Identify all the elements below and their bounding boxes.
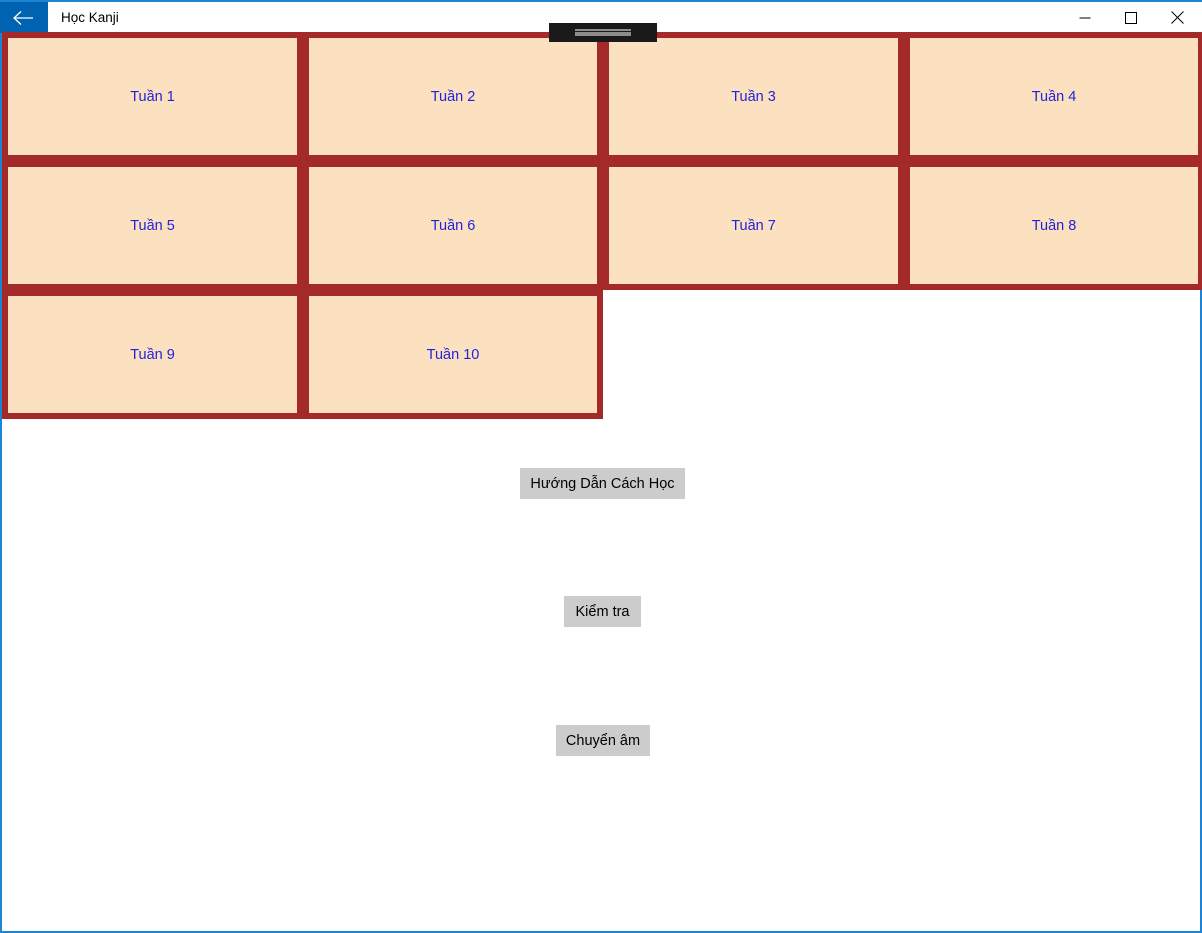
minimize-button[interactable] xyxy=(1062,2,1108,33)
week-cell-label: Tuần 9 xyxy=(130,346,175,363)
week-cell-label: Tuần 7 xyxy=(731,217,776,234)
week-cell-8[interactable]: Tuần 8 xyxy=(904,161,1202,290)
week-cell-10[interactable]: Tuần 10 xyxy=(303,290,603,419)
test-button[interactable]: Kiểm tra xyxy=(564,596,641,627)
week-cell-4[interactable]: Tuần 4 xyxy=(904,32,1202,161)
study-guide-button[interactable]: Hướng Dẫn Cách Học xyxy=(520,468,685,499)
back-arrow-icon xyxy=(13,10,35,26)
week-cell-9[interactable]: Tuần 9 xyxy=(2,290,303,419)
week-cell-1[interactable]: Tuần 1 xyxy=(2,32,303,161)
maximize-icon xyxy=(1125,11,1137,24)
week-cell-label: Tuần 5 xyxy=(130,217,175,234)
week-cell-label: Tuần 1 xyxy=(130,88,175,105)
grip-lines-icon xyxy=(575,29,631,36)
week-cell-3[interactable]: Tuần 3 xyxy=(603,32,904,161)
week-cell-label: Tuần 4 xyxy=(1031,88,1077,105)
week-grid-row: Tuần 5 Tuần 6 Tuần 7 Tuần 8 xyxy=(2,161,1202,290)
week-cell-7[interactable]: Tuần 7 xyxy=(603,161,904,290)
week-cell-5[interactable]: Tuần 5 xyxy=(2,161,303,290)
week-cell-label: Tuần 3 xyxy=(731,88,776,105)
week-cell-label: Tuần 10 xyxy=(426,346,480,363)
week-grid: Tuần 1 Tuần 2 Tuần 3 Tuần 4 Tuần 5 Tuần … xyxy=(2,32,1202,419)
grip-handle[interactable] xyxy=(549,23,657,42)
transliterate-button[interactable]: Chuyển âm xyxy=(556,725,650,756)
minimize-icon xyxy=(1079,12,1091,24)
close-icon xyxy=(1170,11,1184,24)
week-cell-6[interactable]: Tuần 6 xyxy=(303,161,603,290)
week-cell-2[interactable]: Tuần 2 xyxy=(303,32,603,161)
week-cell-label: Tuần 2 xyxy=(430,88,476,105)
week-grid-row: Tuần 9 Tuần 10 xyxy=(2,290,1202,419)
window-title: Học Kanji xyxy=(61,10,119,25)
week-grid-row: Tuần 1 Tuần 2 Tuần 3 Tuần 4 xyxy=(2,32,1202,161)
week-cell-label: Tuần 8 xyxy=(1031,217,1077,234)
week-cell-label: Tuần 6 xyxy=(430,217,476,234)
maximize-button[interactable] xyxy=(1108,2,1154,33)
close-button[interactable] xyxy=(1154,2,1200,33)
back-button[interactable] xyxy=(0,2,48,33)
